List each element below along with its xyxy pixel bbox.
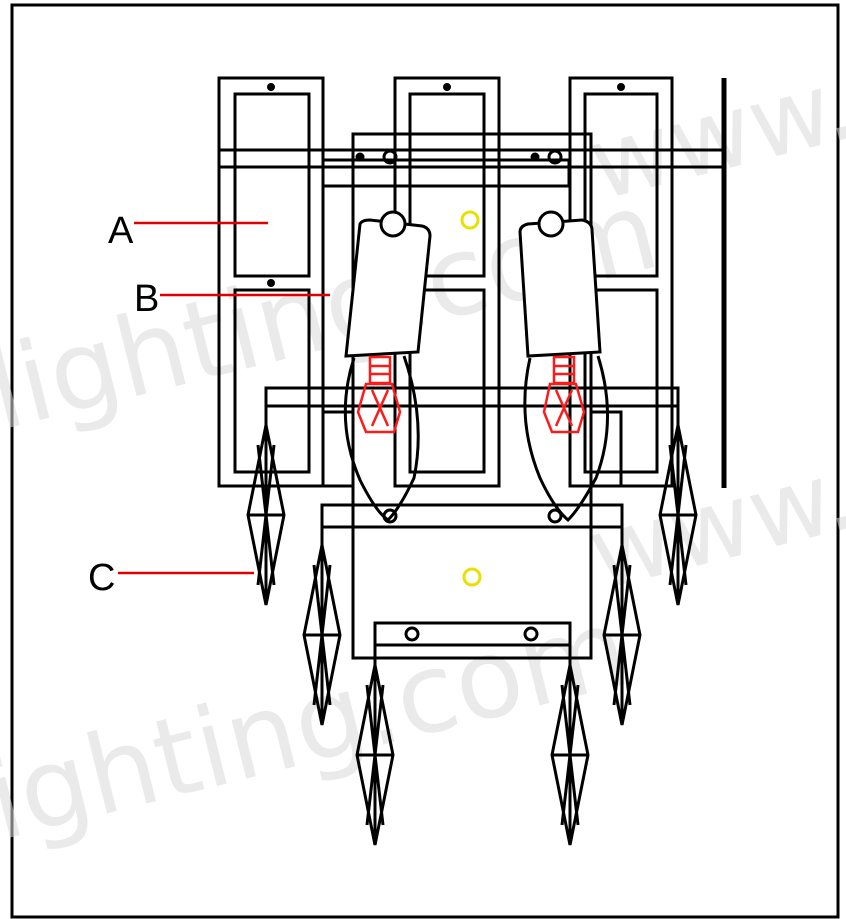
lamp-right	[518, 210, 609, 523]
watermark-text-2: www.	[578, 45, 846, 223]
bulb-glass-left	[343, 355, 420, 522]
crystal-pendant-6	[658, 424, 698, 606]
central-frame	[351, 132, 593, 660]
label-c: C	[88, 557, 115, 599]
diagram-border	[10, 3, 840, 919]
lamp-left	[343, 210, 432, 522]
label-b: B	[134, 278, 159, 320]
crystal-pendant-3	[355, 664, 395, 846]
crystal-pendant-2	[302, 544, 342, 726]
center-marker-upper	[460, 210, 480, 230]
upper-bracket	[321, 158, 571, 188]
lower-bracket	[320, 503, 624, 529]
crystal-pendant-4	[550, 664, 590, 846]
crystal-pendant-5	[602, 544, 642, 726]
lamp-shade-right	[518, 218, 602, 358]
arm-bar	[264, 386, 680, 408]
bottom-bracket	[373, 621, 572, 647]
label-a: A	[108, 210, 134, 252]
crystal-pendant-1	[246, 424, 286, 606]
bulb-glass-right	[523, 355, 609, 523]
lamp-shade-left	[344, 218, 432, 358]
lamp-drawing	[217, 76, 727, 846]
bulb-right	[542, 355, 586, 434]
bulb-left	[356, 355, 402, 434]
center-marker-lower	[462, 567, 482, 587]
